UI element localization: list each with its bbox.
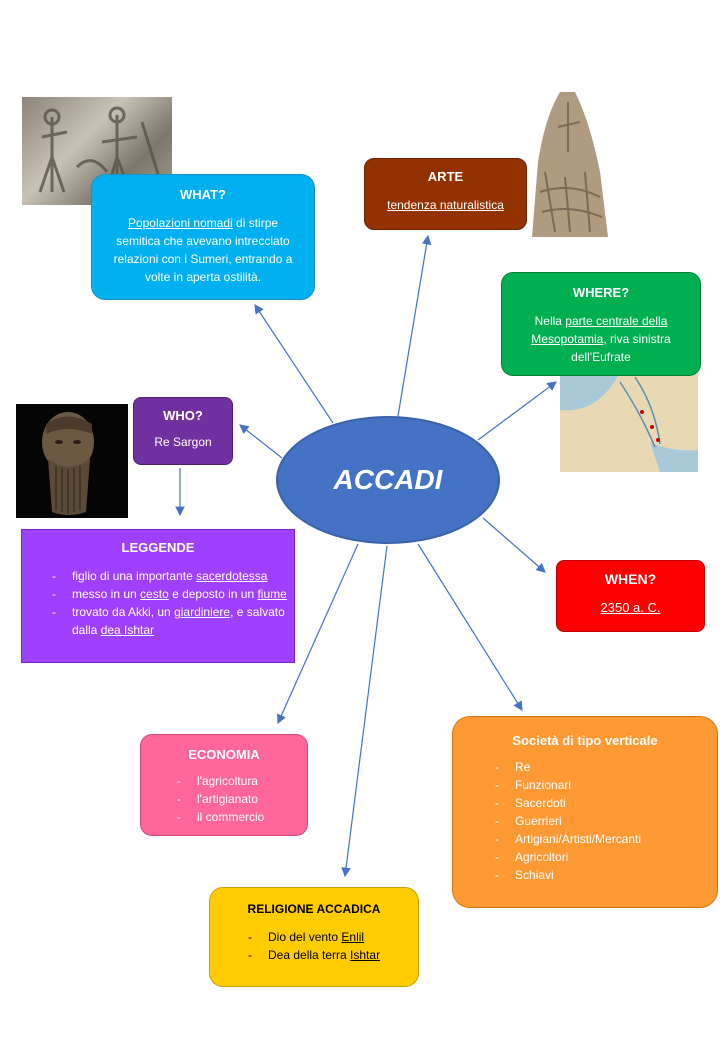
list-item: figlio di una importante sacerdotessa xyxy=(46,567,294,585)
who-box: WHO? Re Sargon xyxy=(133,397,233,465)
leggende-item2-underlined-1: cesto xyxy=(140,587,169,601)
societa-box: Società di tipo verticale Re Funzionari … xyxy=(452,716,718,908)
arte-title: ARTE xyxy=(427,169,464,184)
leggende-item2-underlined-2: fiume xyxy=(257,587,287,601)
arrow-to-who xyxy=(239,424,283,459)
arrow-to-arte xyxy=(397,234,432,417)
where-title: WHERE? xyxy=(572,285,630,300)
leggende-box: LEGGENDE figlio di una importante sacerd… xyxy=(21,529,295,663)
relief-figures-icon xyxy=(38,106,164,193)
map-image xyxy=(560,372,698,472)
arrow-to-what xyxy=(254,303,334,424)
what-text: Popolazioni nomadi di stirpe semitica ch… xyxy=(92,214,314,286)
sargon-head-icon xyxy=(42,412,94,515)
list-item: trovato da Akki, un giardiniere, e salva… xyxy=(46,603,294,639)
societa-list: Re Funzionari Sacerdoti Guerrieri Artigi… xyxy=(453,758,717,884)
mesopotamia-map-icon xyxy=(560,372,698,472)
who-text: Re Sargon xyxy=(154,435,212,449)
where-underlined: parte centrale della Mesopotamia xyxy=(531,314,668,346)
what-text-rest: di stirpe semitica che avevano intreccia… xyxy=(113,216,293,284)
center-label: ACCADI xyxy=(333,464,443,495)
religione-list: Dio del vento Enlil Dea della terra Isht… xyxy=(210,928,418,964)
list-item: il commercio xyxy=(171,808,307,826)
leggende-item3-text-2: , e salvato dalla xyxy=(72,605,285,637)
center-ellipse: ACCADI xyxy=(276,416,500,544)
arrow-to-economia xyxy=(277,543,359,725)
religione-box: RELIGIONE ACCADICA Dio del vento Enlil D… xyxy=(209,887,419,987)
leggende-item3-underlined-1: giardiniere xyxy=(174,605,231,619)
leggende-item1-underlined: sacerdotessa xyxy=(196,569,268,583)
leggende-item1-text: figlio di una importante xyxy=(72,569,197,583)
who-title: WHO? xyxy=(163,408,203,423)
where-text: Nella parte centrale della Mesopotamia, … xyxy=(502,312,700,366)
arte-box: ARTE tendenza naturalistica xyxy=(364,158,527,230)
what-text-underlined: Popolazioni nomadi xyxy=(127,216,233,230)
list-item: Dea della terra Ishtar xyxy=(242,946,418,964)
list-item: Agricoltori xyxy=(489,848,717,866)
stele-image xyxy=(530,92,610,237)
list-item: messo in un cesto e deposto in un fiume xyxy=(46,585,294,603)
where-box: WHERE? Nella parte centrale della Mesopo… xyxy=(501,272,701,376)
list-item: Funzionari xyxy=(489,776,717,794)
list-item: Dio del vento Enlil xyxy=(242,928,418,946)
leggende-item2-text-2: e deposto in un xyxy=(168,587,258,601)
leggende-item3-underlined-2: dea Ishtar xyxy=(100,623,155,637)
religione-item2-underlined: Ishtar xyxy=(350,948,381,962)
arte-text: tendenza naturalistica xyxy=(387,198,504,212)
economia-list: l'agricoltura l'artigianato il commercio xyxy=(141,772,307,826)
when-text: 2350 a. C. xyxy=(600,600,661,615)
list-item: l'artigianato xyxy=(171,790,307,808)
arrow-to-when xyxy=(482,517,546,573)
leggende-item3-text: trovato da Akki, un xyxy=(72,605,175,619)
religione-item1-underlined: Enlil xyxy=(341,930,365,944)
when-title: WHEN? xyxy=(604,571,657,587)
list-item: Sacerdoti xyxy=(489,794,717,812)
leggende-list: figlio di una importante sacerdotessa me… xyxy=(22,567,294,639)
when-box: WHEN? 2350 a. C. xyxy=(556,560,705,632)
list-item: Artigiani/Artisti/Mercanti xyxy=(489,830,717,848)
stele-icon xyxy=(532,92,608,237)
what-box: WHAT? Popolazioni nomadi di stirpe semit… xyxy=(91,174,315,300)
economia-title: ECONOMIA xyxy=(188,747,260,762)
religione-item1-text: Dio del vento xyxy=(268,930,342,944)
economia-box: ECONOMIA l'agricoltura l'artigianato il … xyxy=(140,734,308,836)
religione-item2-text: Dea della terra xyxy=(268,948,351,962)
list-item: Re xyxy=(489,758,717,776)
arrow-to-where xyxy=(477,381,557,441)
leggende-item2-text: messo in un xyxy=(72,587,141,601)
societa-title: Società di tipo verticale xyxy=(512,733,658,748)
list-item: Schiavi xyxy=(489,866,717,884)
list-item: Guerrieri xyxy=(489,812,717,830)
arrow-to-societa xyxy=(417,543,523,712)
religione-title: RELIGIONE ACCADICA xyxy=(247,902,381,916)
where-prefix: Nella xyxy=(534,314,566,328)
list-item: l'agricoltura xyxy=(171,772,307,790)
head-image xyxy=(16,404,128,518)
what-title: WHAT? xyxy=(180,187,226,202)
leggende-title: LEGGENDE xyxy=(121,540,195,555)
where-suffix: , riva sinistra dell'Eufrate xyxy=(571,332,671,364)
arrow-to-religione xyxy=(341,545,388,878)
